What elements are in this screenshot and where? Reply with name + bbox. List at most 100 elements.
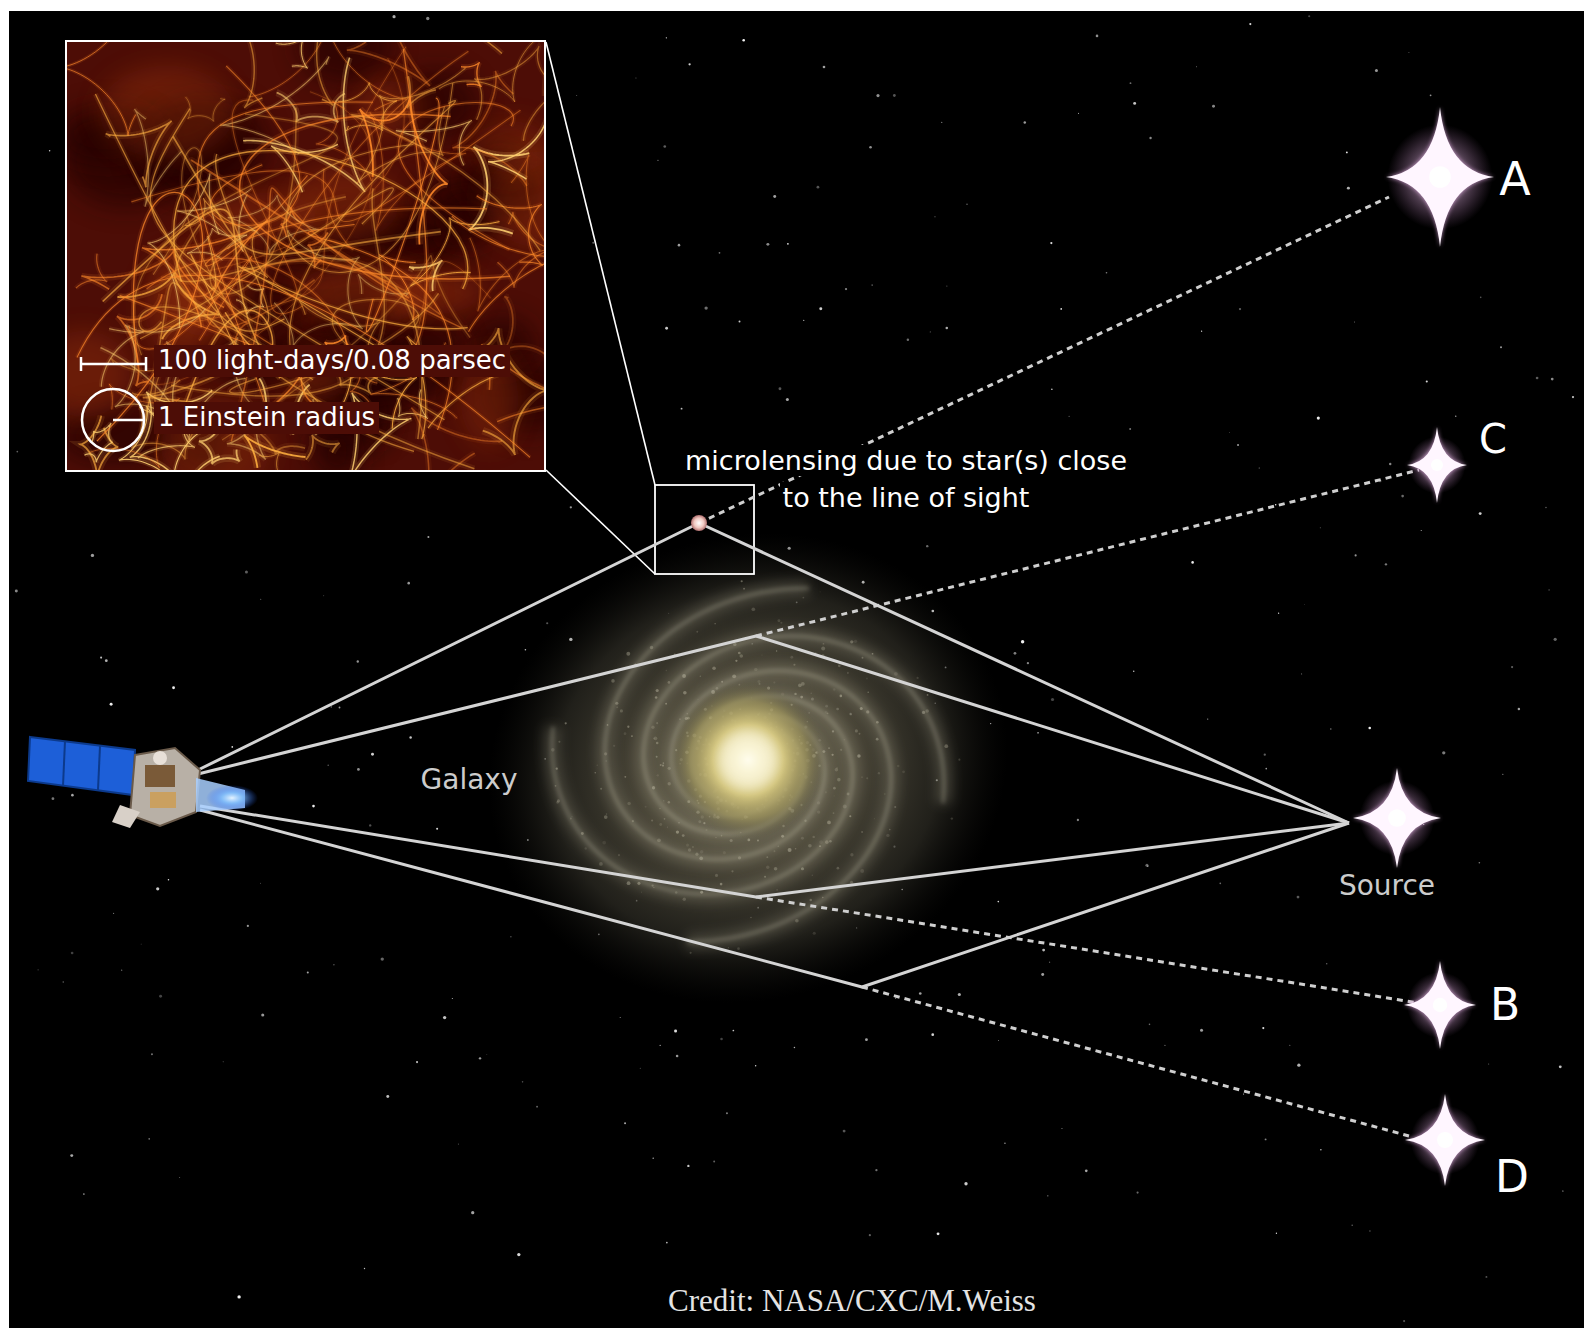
background-star (71, 794, 74, 797)
galaxy-speckle (835, 768, 839, 772)
galaxy-speckle (817, 801, 820, 804)
background-star (681, 408, 683, 410)
background-star (1021, 640, 1024, 643)
caustic-line (474, 47, 544, 141)
background-star (245, 571, 248, 574)
caustic-line (249, 42, 407, 110)
galaxy-speckle (802, 597, 804, 599)
caustic-line (133, 114, 337, 355)
galaxy-speckle (665, 703, 667, 705)
background-star (172, 686, 175, 689)
galaxy-speckle (847, 672, 849, 674)
galaxy-speckle (656, 722, 658, 724)
background-star (779, 387, 782, 390)
galaxy-speckle (825, 840, 829, 844)
star-halo (1386, 107, 1494, 247)
background-star (1559, 1065, 1562, 1068)
galaxy-speckle (862, 657, 864, 659)
background-star (1249, 23, 1251, 25)
galaxy-node: Galaxy (419, 761, 520, 799)
background-star (635, 77, 637, 79)
galaxy-speckle (664, 818, 666, 820)
galaxy-speckle (627, 881, 631, 885)
image-directions (699, 197, 1419, 1136)
background-star (817, 186, 820, 189)
caustic-line (352, 115, 541, 251)
caustic-line (370, 112, 467, 231)
galaxy-speckle (668, 767, 671, 770)
background-star (1041, 973, 1044, 976)
background-star (688, 63, 690, 65)
galaxy-speckle (861, 831, 863, 833)
background-star (1355, 554, 1357, 556)
background-star (381, 957, 384, 960)
background-star (369, 824, 371, 826)
background-star (1237, 444, 1239, 446)
star-core (1429, 166, 1451, 188)
galaxy-speckle (688, 848, 691, 851)
background-star (1219, 882, 1221, 884)
galaxy-speckle (922, 711, 925, 714)
background-star (1191, 561, 1194, 564)
background-star (1488, 1063, 1489, 1064)
satellite-part (112, 805, 140, 828)
background-star (1050, 242, 1052, 244)
galaxy-speckle (663, 762, 665, 764)
background-star (1196, 66, 1198, 68)
background-star (620, 1017, 621, 1018)
star-halo (1404, 961, 1476, 1049)
telescope-glow (206, 785, 258, 811)
galaxy-speckle (556, 767, 558, 769)
galaxy-speckle (730, 839, 733, 842)
satellite-module (150, 792, 176, 808)
background-star (666, 37, 667, 38)
background-star (159, 995, 162, 998)
galaxy-speckle (951, 817, 953, 819)
galaxy-speckle (833, 787, 836, 790)
caustic-glow (439, 42, 544, 102)
background-star (1262, 1027, 1264, 1029)
background-star (1455, 416, 1456, 417)
galaxy-speckle (668, 613, 669, 614)
background-star (1164, 1045, 1165, 1046)
background-star (49, 150, 50, 151)
galaxy-speckle (794, 693, 796, 695)
galaxy-speckle (855, 729, 858, 732)
background-star (931, 1033, 934, 1036)
einstein-label: 1 Einstein radius (154, 402, 379, 433)
background-star (1301, 673, 1303, 675)
background-star (945, 327, 948, 330)
galaxy-speckle (653, 887, 654, 888)
einstein-radius-line (113, 419, 144, 422)
caustic-line (488, 117, 544, 210)
star-shape (1404, 961, 1476, 1049)
galaxy-speckle (599, 862, 603, 866)
star-shape (1353, 768, 1441, 868)
background-star (1545, 507, 1547, 509)
galaxy-speckle (902, 770, 905, 773)
star-node: B (1404, 961, 1476, 1049)
galaxy-speckle (833, 688, 836, 691)
microlensing-note: microlensing due to star(s) close to the… (682, 445, 1130, 513)
galaxy-speckle (735, 660, 737, 662)
background-star (794, 1047, 795, 1048)
background-star (100, 657, 102, 659)
star-node: D (1405, 1094, 1485, 1186)
galaxy-speckle (659, 808, 660, 809)
background-star (803, 320, 804, 321)
background-star (1308, 15, 1310, 17)
galaxy-speckle (843, 805, 847, 809)
galaxy-speckle (801, 837, 804, 840)
galaxy-speckle (894, 672, 898, 676)
caustic-line (411, 408, 502, 470)
scale-label: 100 light-days/0.08 parsec (154, 345, 510, 376)
background-star (1562, 1190, 1563, 1191)
background-star (687, 1165, 689, 1167)
star-core (1431, 459, 1443, 471)
star-node: Source (1353, 768, 1441, 868)
image-letter: B (1490, 979, 1520, 1032)
background-star (62, 981, 64, 983)
caustic-line (210, 66, 300, 225)
galaxy-speckle (788, 848, 792, 852)
background-star (926, 545, 928, 547)
